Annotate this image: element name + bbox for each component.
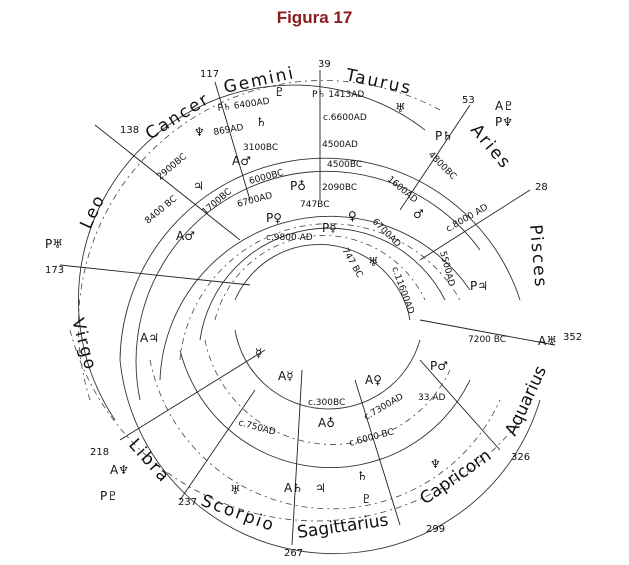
annotation: 3100BC (243, 143, 278, 153)
degree-39: 39 (318, 59, 331, 70)
annotation: P♄ 6400AD (217, 97, 270, 114)
annotation: A♅ (538, 334, 557, 348)
uranus-node-icon: ♅ (230, 483, 241, 497)
annotation: c.750AD (237, 418, 276, 438)
uranus-node-icon: ♅ (368, 255, 379, 269)
annotation: A♂ (176, 229, 195, 243)
radial-lines (59, 70, 556, 546)
annotation: 8400 BC (144, 194, 180, 226)
degree-299: 299 (426, 524, 445, 535)
annotation: P♇ (100, 489, 118, 503)
annotation: 2090BC (322, 183, 357, 193)
jupiter-node-icon: ♃ (315, 481, 326, 495)
annotation: A♀ (365, 373, 382, 387)
annotation: P♀ (266, 211, 282, 225)
annotation: A♁ (318, 416, 335, 430)
annotation: 869AD (213, 123, 245, 138)
venus-node-icon: ♀ (348, 209, 357, 223)
sign-pisces: Pisces (525, 224, 551, 290)
mercury-node-icon: ☿ (255, 346, 262, 360)
annotation: P♄ (435, 129, 453, 143)
annotation: 6700AD (236, 191, 273, 210)
annotation: A♇ (495, 99, 514, 113)
annotation: A♄ (284, 481, 303, 495)
degree-352: 352 (563, 332, 582, 343)
degree-173: 173 (45, 265, 64, 276)
annotation: 2900BC (156, 152, 189, 182)
sign-gemini: Gemini (222, 63, 297, 98)
sign-capricorn: Capricorn (416, 446, 495, 509)
date-annotations: P♄ 1413AD c.6600AD P♄ 6400AD 869AD 3100B… (45, 90, 557, 503)
sign-aquarius: Aquarius (501, 363, 551, 439)
degree-138: 138 (120, 125, 139, 136)
degree-117: 117 (200, 69, 219, 80)
pluto-node-icon: ♇ (274, 85, 285, 99)
degree-28: 28 (535, 182, 548, 193)
degree-267: 267 (284, 548, 303, 559)
sign-leo: Leo (76, 191, 109, 232)
figure-title: Figura 17 (276, 8, 353, 27)
annotation: 1700BC (201, 187, 234, 217)
sign-virgo: Virgo (67, 316, 100, 373)
neptune-node-icon: ♆ (430, 457, 441, 471)
annotation: 747 BC (339, 247, 364, 280)
mars-node-icon: ♂ (413, 207, 424, 221)
degree-326: 326 (511, 452, 530, 463)
degree-218: 218 (90, 447, 109, 458)
annotation: 7200 BC (468, 335, 506, 345)
sign-libra: Libra (124, 435, 174, 487)
annotation: c.9800 AD (266, 233, 313, 243)
annotation: P♆ (495, 115, 513, 129)
neptune-node-icon: ♆ (194, 125, 205, 139)
annotation: 4800BC (426, 150, 458, 182)
annotation: A♃ (140, 331, 159, 345)
saturn-node-icon: ♄ (357, 469, 368, 483)
jupiter-node-icon: ♃ (193, 179, 204, 193)
annotation: A♆ (110, 463, 129, 477)
annotation: 33 AD (418, 393, 445, 403)
annotation: A♂ (232, 154, 251, 168)
uranus-node-icon: ♅ (395, 101, 406, 115)
annotation: 6700AD (370, 217, 403, 250)
pluto-node-icon: ♇ (361, 492, 372, 506)
annotation: 4500BC (327, 160, 362, 170)
degree-labels: 39 117 138 173 218 237 267 299 326 352 2… (45, 59, 582, 559)
annotation: A☿ (278, 369, 294, 383)
annotation: P♁ (290, 179, 306, 193)
zodiac-signs: Taurus Gemini Cancer Leo Virgo Libra Sco… (67, 63, 551, 543)
annotation: P☿ (322, 221, 337, 235)
annotation: 747BC (300, 200, 329, 210)
saturn-node-icon: ♄ (256, 115, 267, 129)
annotation: P♃ (470, 279, 488, 293)
annotation: c.6600AD (323, 113, 367, 123)
annotation: c.7300AD (363, 392, 406, 423)
sign-scorpio: Scorpio (198, 491, 278, 536)
annotation: c.11600AD (389, 266, 415, 316)
degree-237: 237 (178, 497, 197, 508)
concentric-arcs (69, 80, 541, 555)
annotation: P♅ (45, 237, 63, 251)
planet-node-symbols: ♆ ♃ ♄ ♇ ♅ ♂ ♀ ♅ ☿ ♃ ♄ ♇ ♅ ♆ (193, 85, 441, 506)
sign-sagittarius: Sagittarius (296, 510, 390, 543)
annotation: P♂ (430, 359, 448, 373)
annotation: 4500AD (322, 140, 358, 150)
annotation: c.300BC (308, 398, 345, 408)
annotation: c.6000 BC (348, 427, 395, 449)
degree-53: 53 (462, 95, 475, 106)
annotation: 1600AD (385, 175, 419, 206)
annotation: P♄ 1413AD (312, 90, 364, 100)
